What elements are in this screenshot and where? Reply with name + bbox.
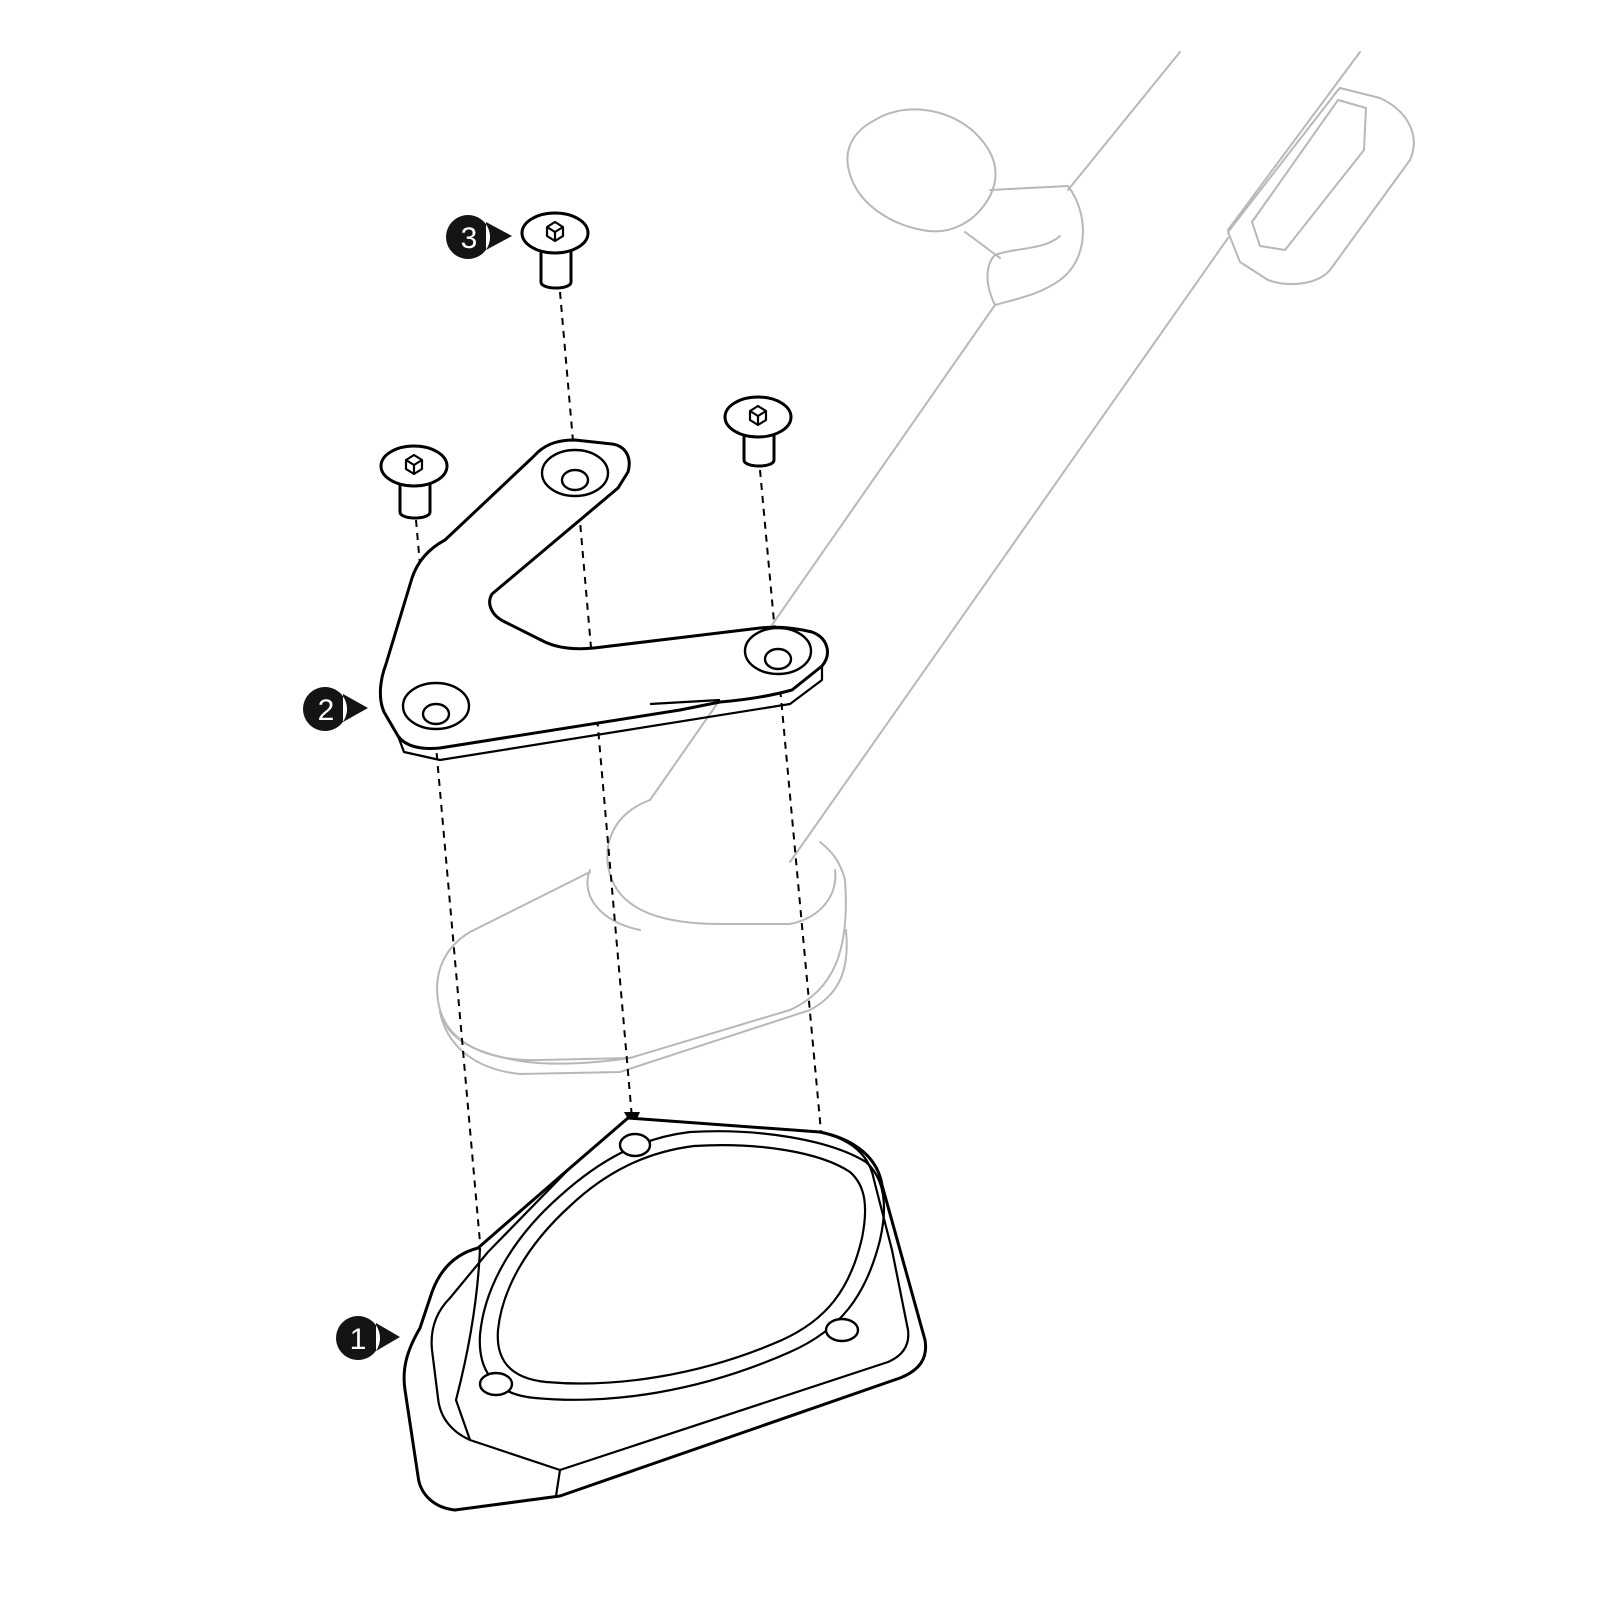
part-3-screw-top	[520, 211, 590, 290]
extension-pad-recess-outer	[478, 1130, 886, 1401]
screw-right-hex-socket	[748, 404, 768, 427]
callout-1-label: 1	[350, 1323, 367, 1356]
extension-pad-hole-top	[618, 1132, 652, 1158]
screw-left-hex-socket	[404, 453, 424, 476]
screw-top-hex-detail	[546, 226, 564, 241]
part-3-screw-left	[379, 444, 449, 520]
extension-pad-hole-right	[824, 1317, 860, 1343]
kickstand-ghost-outline	[436, 51, 1415, 1075]
screw-top-hex-socket	[545, 220, 565, 243]
extension-pad-top-face	[430, 1116, 910, 1472]
kickstand-spring-plate-inner	[1251, 99, 1367, 251]
kickstand-spring-plate	[1227, 87, 1415, 286]
callout-3: 3	[446, 215, 512, 260]
bracket-outline	[378, 438, 829, 750]
callout-3-label: 3	[461, 222, 478, 255]
part-3-screw-right	[723, 395, 793, 468]
callout-2: 2	[303, 687, 368, 731]
guide-line-screw-center	[559, 291, 633, 1119]
kickstand-leg-left-edge	[649, 304, 996, 801]
callout-2-marker	[303, 687, 368, 731]
part-1-extension-pad	[402, 1116, 928, 1512]
bracket-hole-center-inner	[560, 468, 590, 492]
kickstand-foot-sole	[436, 841, 847, 1062]
kickstand-upper-arm	[1067, 51, 1361, 231]
kickstand-foot-top	[606, 799, 837, 925]
extension-pad-edge-line	[454, 1247, 482, 1441]
extension-pad-hole-left	[478, 1371, 514, 1397]
bracket-edge-bottom	[396, 666, 824, 762]
callout-1: 1	[336, 1316, 400, 1360]
kickstand-foot-bottom	[439, 929, 848, 1075]
kickstand-foot-collar	[586, 869, 641, 931]
kickstand-leg-right-edge	[789, 237, 1229, 863]
extension-pad-front-edge	[554, 1469, 562, 1497]
kickstand-pivot-collar	[986, 185, 1084, 306]
extension-pad-recess-inner	[496, 1144, 867, 1385]
screw-left-hex-detail	[405, 459, 423, 474]
kickstand-knob	[846, 108, 997, 233]
bracket-hole-left-inner	[421, 702, 451, 726]
part-2-mounting-bracket	[378, 438, 829, 762]
callout-3-marker	[446, 215, 512, 260]
kickstand-knob-neck	[964, 185, 1069, 259]
callout-1-marker	[336, 1316, 400, 1360]
screw-right-hex-detail	[749, 410, 767, 425]
bracket-edge-ridge	[649, 698, 721, 706]
extension-pad-outer	[402, 1116, 928, 1512]
kickstand-foot-sole-edge	[439, 1009, 631, 1065]
callout-2-label: 2	[318, 694, 335, 727]
bracket-hole-right-inner	[763, 647, 793, 671]
